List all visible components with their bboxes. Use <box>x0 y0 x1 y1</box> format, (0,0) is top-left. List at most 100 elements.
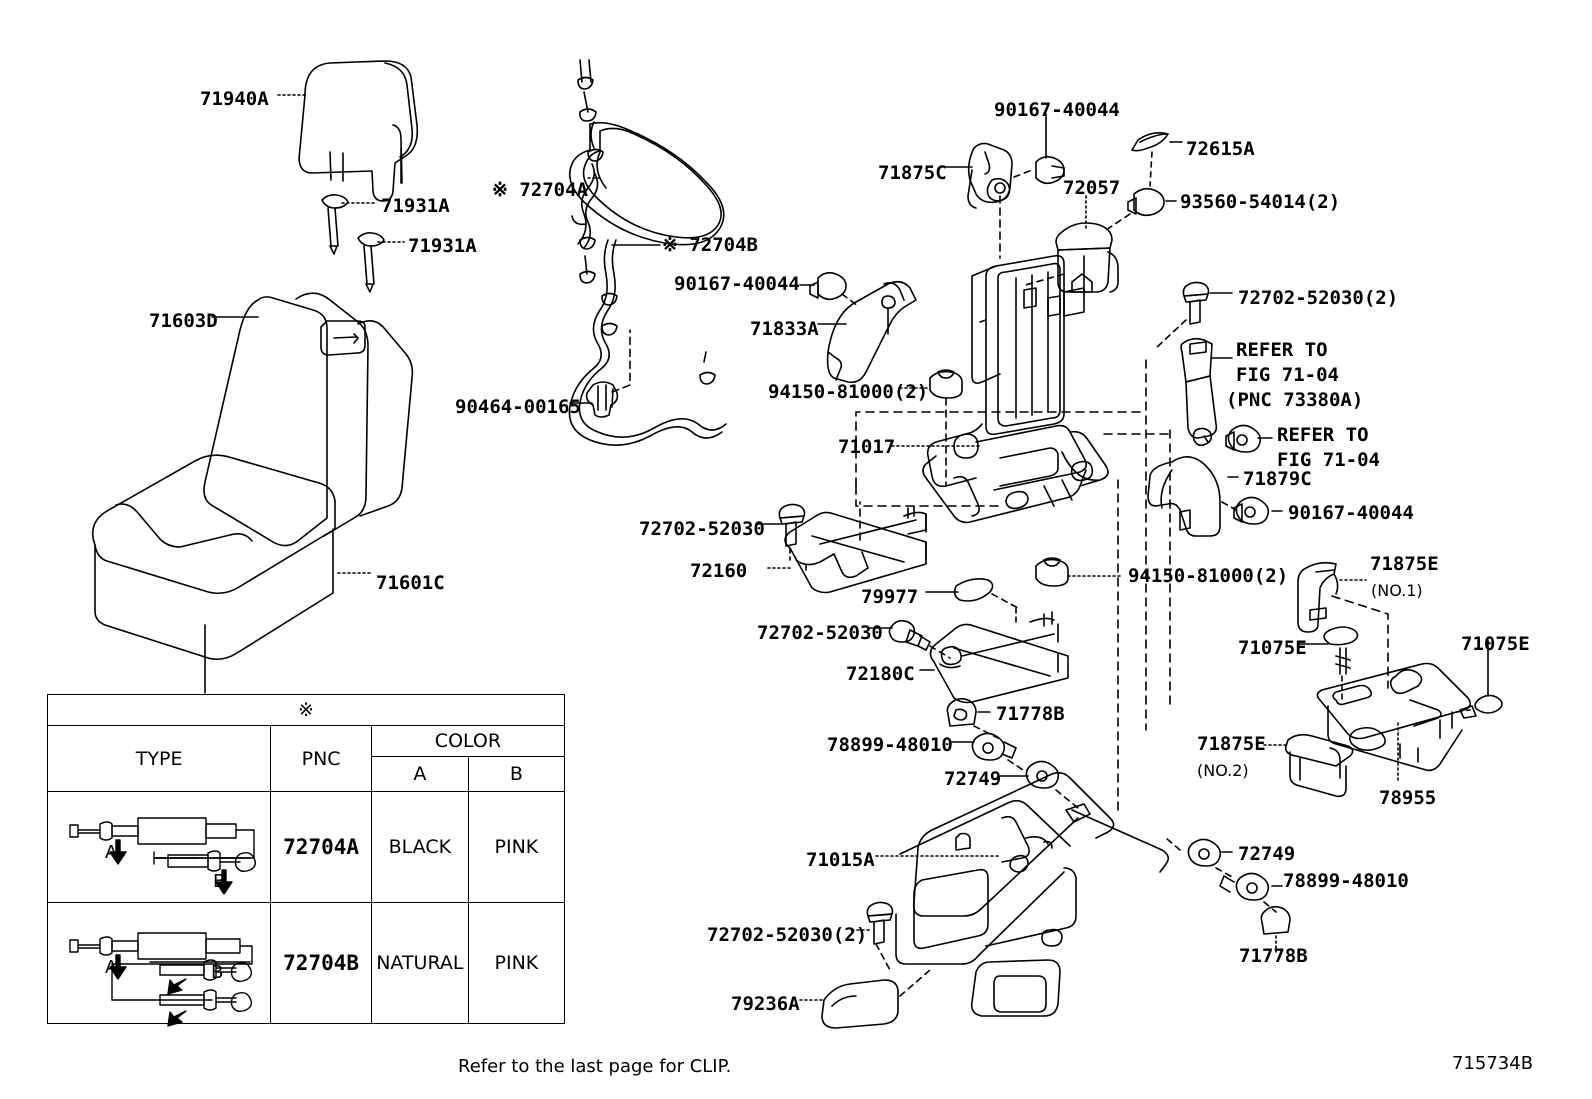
part-label-71017: 71017 <box>838 436 896 458</box>
footer-note: Refer to the last page for CLIP. <box>458 1056 732 1077</box>
part-71833a <box>826 280 917 384</box>
part-label-71875c: 71875C <box>878 162 947 184</box>
part-label-71931a: 71931A <box>408 235 477 257</box>
part-79977 <box>953 578 994 602</box>
part-label-71075e: 71075E <box>1461 633 1530 655</box>
part-label-72180c: 72180C <box>846 663 915 685</box>
part-label-79977: 79977 <box>861 586 919 608</box>
part-label-fig-71-04: FIG 71-04 <box>1277 449 1380 471</box>
type-cell-0 <box>46 791 272 903</box>
part-bolt-71931a-2 <box>357 232 385 293</box>
figure-code: 715734B <box>1452 1053 1534 1074</box>
color-b-cell-1: PINK <box>467 902 566 1024</box>
part-label-71778b: 71778B <box>1239 945 1308 967</box>
part-nut-94150-81000-a <box>929 369 963 399</box>
part-label--pnc-73380a-: (PNC 73380A) <box>1226 389 1364 411</box>
part-71875e-no2 <box>1284 733 1354 798</box>
part-78899-48010-b <box>1219 872 1270 901</box>
part-label-78899-48010: 78899-48010 <box>827 734 953 756</box>
part-bolt-72702-52030-a <box>1182 281 1210 325</box>
part-cable-72704a <box>568 59 725 249</box>
type-cell-1 <box>46 902 272 1024</box>
part-bolt-72702-52030-c <box>888 619 931 651</box>
part-label-94150-81000-2-: 94150-81000(2) <box>768 381 929 403</box>
part-headrest-71940a <box>298 60 419 202</box>
part-label-71875e: 71875E <box>1197 733 1266 755</box>
color-variant-table: ※ TYPE PNC COLOR A B 72704A BLACK PINK <box>46 694 566 1024</box>
part-79236a <box>821 979 899 1029</box>
part-label---72704b: ※ 72704B <box>662 234 758 256</box>
table-row: 72704B NATURAL PINK <box>46 902 566 1024</box>
part-bolt-90167-40044-b <box>1035 155 1065 185</box>
part-label-71075e: 71075E <box>1238 637 1307 659</box>
part-label-71015a: 71015A <box>806 849 875 871</box>
color-a-cell-1: NATURAL <box>370 902 469 1024</box>
part-71778b-a <box>946 697 977 727</box>
part-78899-48010-a <box>971 732 1017 761</box>
part-label-90167-40044: 90167-40044 <box>1288 502 1414 524</box>
part-screw-93560-54014 <box>1127 187 1165 217</box>
part-label-71601c: 71601C <box>376 572 445 594</box>
part-label-72702-52030: 72702-52030 <box>639 518 765 540</box>
part-nut-94150-81000-b <box>1035 557 1069 587</box>
part-label--no-1-: (NO.1) <box>1371 581 1423 600</box>
part-71015a-frame <box>895 771 1170 1017</box>
color-a-cell-0: BLACK <box>370 791 469 903</box>
part-label-90167-40044: 90167-40044 <box>994 99 1120 121</box>
table-asterisk-header: ※ <box>47 694 565 726</box>
part-label-71879c: 71879C <box>1243 468 1312 490</box>
part-bolt-72702-52030-d <box>866 901 894 945</box>
col-header-color: COLOR <box>370 725 566 757</box>
part-label-refer-to: REFER TO <box>1277 424 1369 446</box>
col-header-pnc: PNC <box>270 725 372 792</box>
part-71778b-b <box>1260 905 1291 935</box>
part-label-72702-52030-2-: 72702-52030(2) <box>1238 287 1399 309</box>
part-seatback-71603d <box>203 292 414 547</box>
part-label-71940a: 71940A <box>200 88 269 110</box>
part-label-78955: 78955 <box>1379 787 1437 809</box>
part-cushion-71601c <box>91 454 336 694</box>
part-label-90464-00165: 90464-00165 <box>455 396 581 418</box>
part-label-72615a: 72615A <box>1186 138 1255 160</box>
part-label-78899-48010: 78899-48010 <box>1283 870 1409 892</box>
table-marker-a-0: A <box>105 842 118 863</box>
part-label-71778b: 71778B <box>996 703 1065 725</box>
part-label-refer-to: REFER TO <box>1236 339 1328 361</box>
pnc-cell-0: 72704A <box>270 791 372 903</box>
table-marker-b-0: B <box>213 871 226 892</box>
pnc-cell-1: 72704B <box>270 902 372 1024</box>
part-71875e-no1 <box>1297 561 1339 633</box>
part-label-fig-71-04: FIG 71-04 <box>1236 364 1339 386</box>
col-header-type: TYPE <box>46 725 272 792</box>
part-72615a <box>1131 132 1169 152</box>
part-bolt-90167-40044-a <box>809 271 847 301</box>
part-bolt-71931a-1 <box>321 194 349 255</box>
part-cable-72704b <box>568 215 727 446</box>
part-seatbelt-buckle <box>1180 337 1218 447</box>
part-label-93560-54014-2-: 93560-54014(2) <box>1180 191 1341 213</box>
table-row-header: TYPE PNC COLOR <box>46 725 566 792</box>
part-clip-71075e-a <box>1323 626 1359 675</box>
part-72749-b <box>1187 838 1222 867</box>
part-label-71833a: 71833A <box>750 318 819 340</box>
part-label-72749: 72749 <box>944 768 1002 790</box>
col-header-color-b: B <box>467 756 566 792</box>
color-b-cell-0: PINK <box>467 791 566 903</box>
part-label-71931a: 71931A <box>381 195 450 217</box>
part-bolt-refer-fig-71-04 <box>1225 424 1262 453</box>
part-rail-72160 <box>784 505 927 594</box>
part-label---72704a: ※ 72704A <box>492 179 588 201</box>
part-label-72749: 72749 <box>1238 843 1296 865</box>
part-label-94150-81000-2-: 94150-81000(2) <box>1128 565 1289 587</box>
part-clip-71075e-b <box>1459 694 1503 719</box>
table-row-mark: ※ <box>47 694 565 726</box>
table-marker-b-1: B <box>211 962 224 983</box>
table-row: 72704A BLACK PINK <box>46 791 566 903</box>
part-label--no-2-: (NO.2) <box>1197 761 1249 780</box>
table-marker-a-1: A <box>105 957 118 978</box>
part-bolt-72702-52030-b <box>778 503 806 547</box>
part-label-72160: 72160 <box>690 560 748 582</box>
part-71875c <box>967 142 1013 209</box>
part-71879c <box>1147 456 1221 537</box>
